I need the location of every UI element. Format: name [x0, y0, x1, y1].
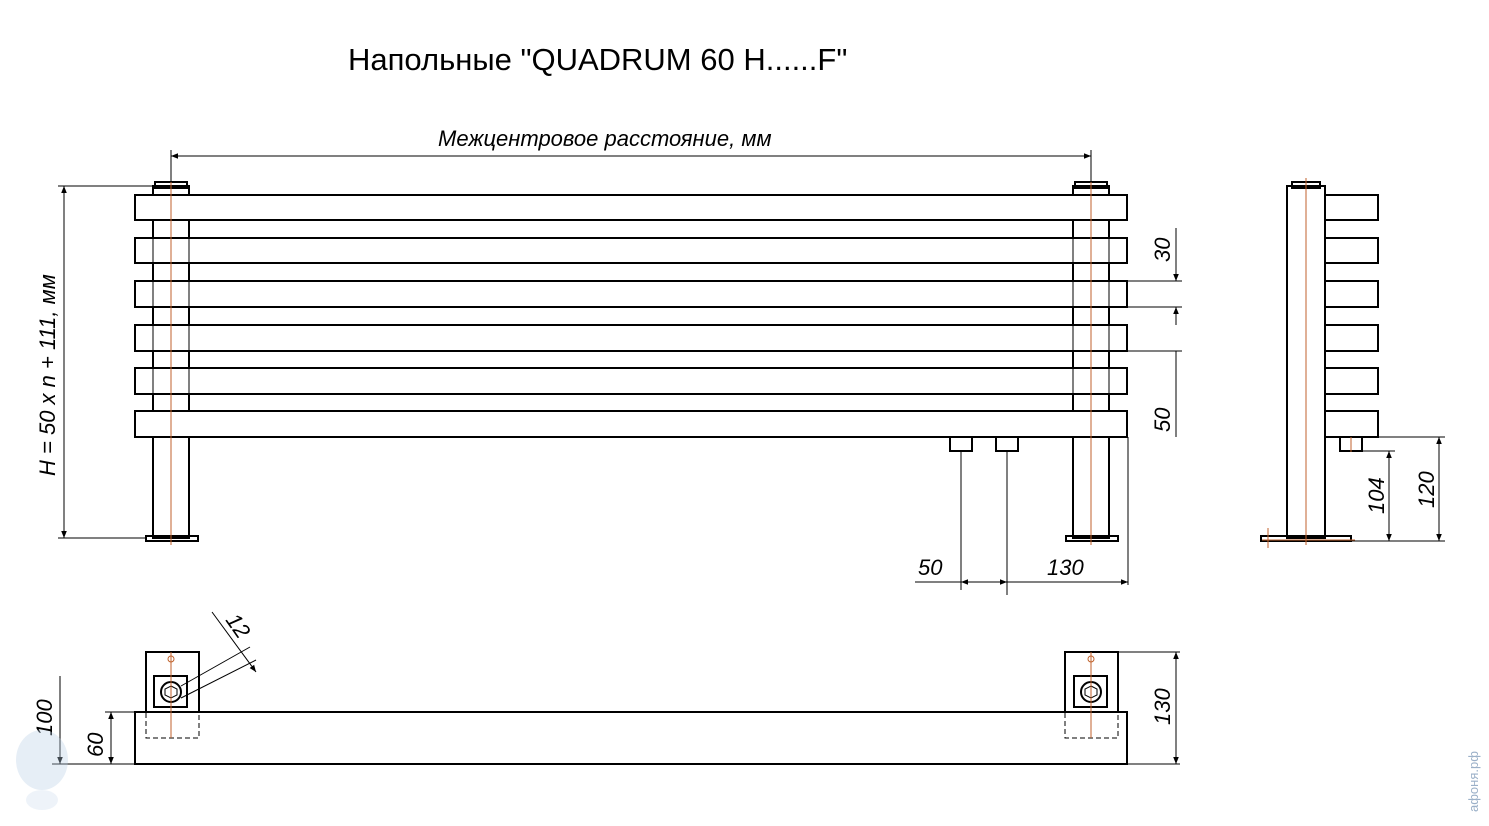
bar — [134, 237, 1128, 264]
center-distance-label: Межцентровое расстояние, мм — [438, 126, 772, 151]
side-bars — [1324, 194, 1379, 438]
bar — [134, 324, 1128, 352]
bar — [134, 194, 1128, 221]
outlet-fitting — [995, 436, 1019, 452]
bar-height-label: 30 — [1150, 237, 1175, 262]
pipe-12-label: 12 — [221, 609, 256, 643]
inlet-fitting — [949, 436, 973, 452]
right-foot — [1065, 535, 1119, 542]
height-formula-label: H = 50 х n + 111, мм — [35, 274, 60, 476]
watermark-text: афоня.рф — [1466, 751, 1481, 812]
inlet-spacing-label: 130 — [1047, 555, 1084, 580]
depth-60-label: 60 — [83, 732, 108, 757]
heating-bars — [134, 194, 1128, 438]
inlet-offset-label: 50 — [918, 555, 943, 580]
depth-100-label: 100 — [32, 699, 57, 736]
side-104-label: 104 — [1364, 477, 1389, 514]
front-view: Межцентровое расстояние, мм H = 50 х n +… — [35, 126, 1182, 595]
watermark-logo — [16, 730, 68, 810]
depth-130-label: 130 — [1150, 688, 1175, 725]
side-120-label: 120 — [1414, 471, 1439, 508]
bar — [134, 410, 1128, 438]
drawing-title: Напольные "QUADRUM 60 H......F" — [348, 42, 847, 77]
side-view: 104 120 — [1260, 178, 1445, 548]
top-bar — [134, 711, 1128, 765]
bar — [134, 280, 1128, 308]
top-view: 12 130 100 60 — [32, 609, 1180, 765]
bar — [134, 367, 1128, 395]
bar-pitch-label: 50 — [1150, 407, 1175, 432]
